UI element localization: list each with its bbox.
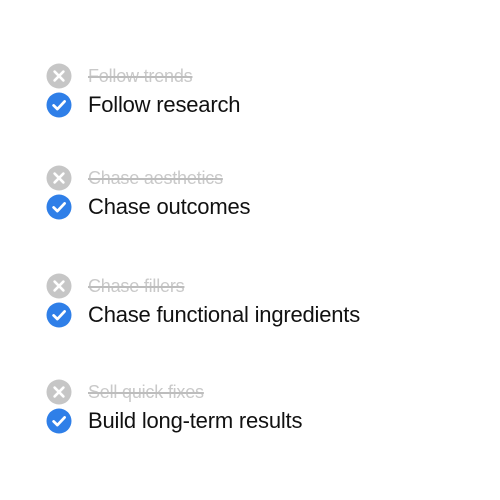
prefer-label: Follow research [88,92,241,117]
prefer-label: Build long-term results [88,408,303,433]
avoid-label: Chase fillers [88,275,185,296]
comparison-pair: Chase fillers Chase functional ingredien… [46,272,486,330]
avoid-label: Follow trends [88,65,193,86]
prefer-row: Chase outcomes [46,192,486,222]
prefer-label: Chase outcomes [88,194,251,219]
comparison-pair: Follow trends Follow research [46,62,486,120]
x-circle-icon [46,379,72,405]
avoid-row: Chase fillers [46,272,486,300]
prefer-label: Chase functional ingredients [88,302,361,327]
comparison-pair: Sell quick fixes Build long-term results [46,378,486,436]
avoid-label: Sell quick fixes [88,381,204,402]
avoid-row: Follow trends [46,62,486,90]
prefer-row: Chase functional ingredients [46,300,486,330]
check-circle-icon [46,408,72,434]
avoid-row: Sell quick fixes [46,378,486,406]
x-circle-icon [46,165,72,191]
prefer-row: Build long-term results [46,406,486,436]
x-circle-icon [46,273,72,299]
check-circle-icon [46,302,72,328]
check-circle-icon [46,92,72,118]
prefer-row: Follow research [46,90,486,120]
x-circle-icon [46,63,72,89]
avoid-label: Chase aesthetics [88,167,223,188]
check-circle-icon [46,194,72,220]
comparison-pair: Chase aesthetics Chase outcomes [46,164,486,222]
avoid-row: Chase aesthetics [46,164,486,192]
